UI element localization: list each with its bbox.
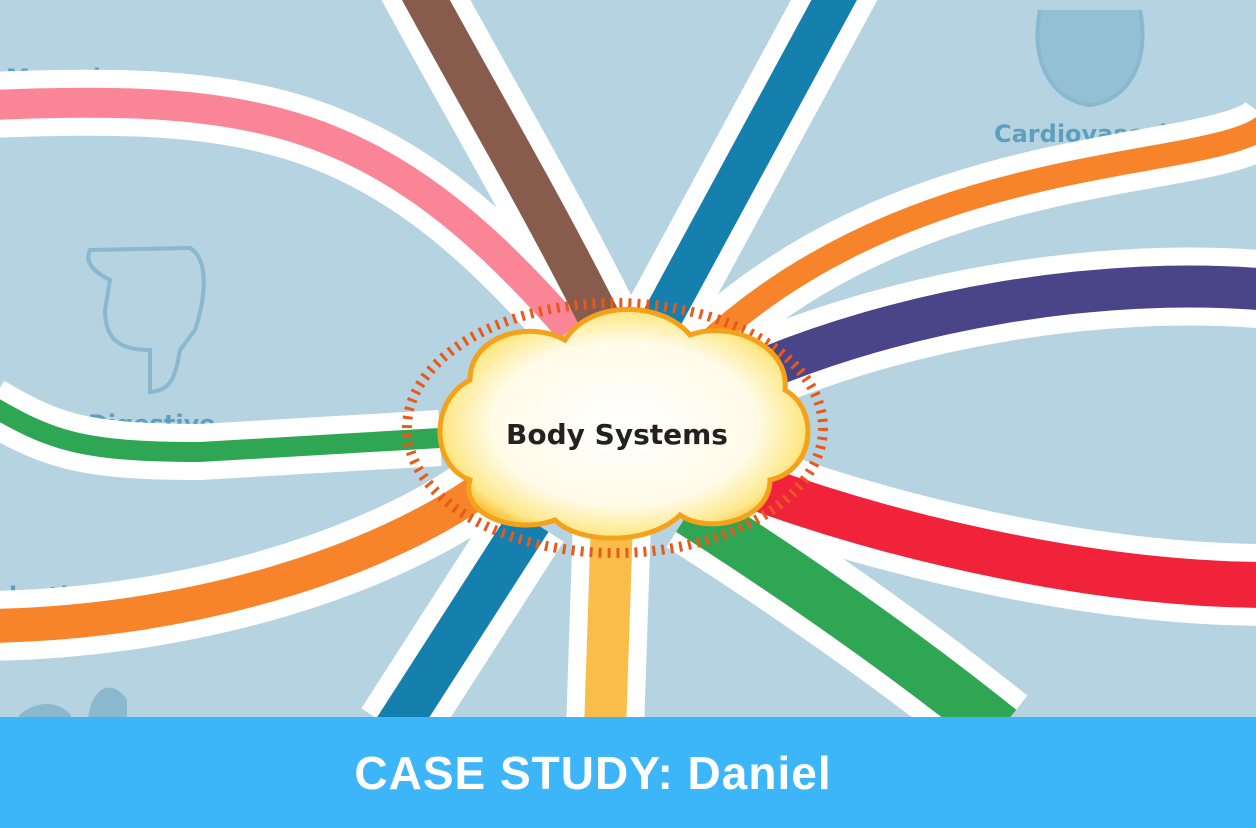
branch-yellow xyxy=(584,519,633,717)
branch-brown xyxy=(401,0,624,340)
branch-orange-left xyxy=(0,476,490,643)
branch-red xyxy=(742,463,1256,608)
branch-orange-top xyxy=(691,116,1256,359)
central-title: Body Systems xyxy=(506,418,728,451)
branch-blue-bottom xyxy=(377,508,549,717)
cloud-shape xyxy=(437,306,811,541)
case-study-banner: CASE STUDY: Daniel xyxy=(0,717,1256,828)
branch-green-left xyxy=(0,399,441,463)
branch-purple xyxy=(741,265,1256,395)
heart-icon xyxy=(1035,9,1145,108)
organ-icon xyxy=(18,687,127,717)
organ-illustrations xyxy=(18,9,1145,717)
branches xyxy=(0,0,1256,717)
cloud-spikes xyxy=(402,298,828,558)
intestine-icon xyxy=(86,245,206,395)
branch-blue-top xyxy=(632,0,857,350)
branch-green-bottom xyxy=(676,488,1017,717)
banner-title: CASE STUDY: Daniel xyxy=(354,746,832,799)
central-node: Body Systems xyxy=(402,298,828,558)
mind-map: Muscular Cardiovascular Digestive ductiv… xyxy=(0,0,1256,717)
branch-pink xyxy=(0,87,582,340)
